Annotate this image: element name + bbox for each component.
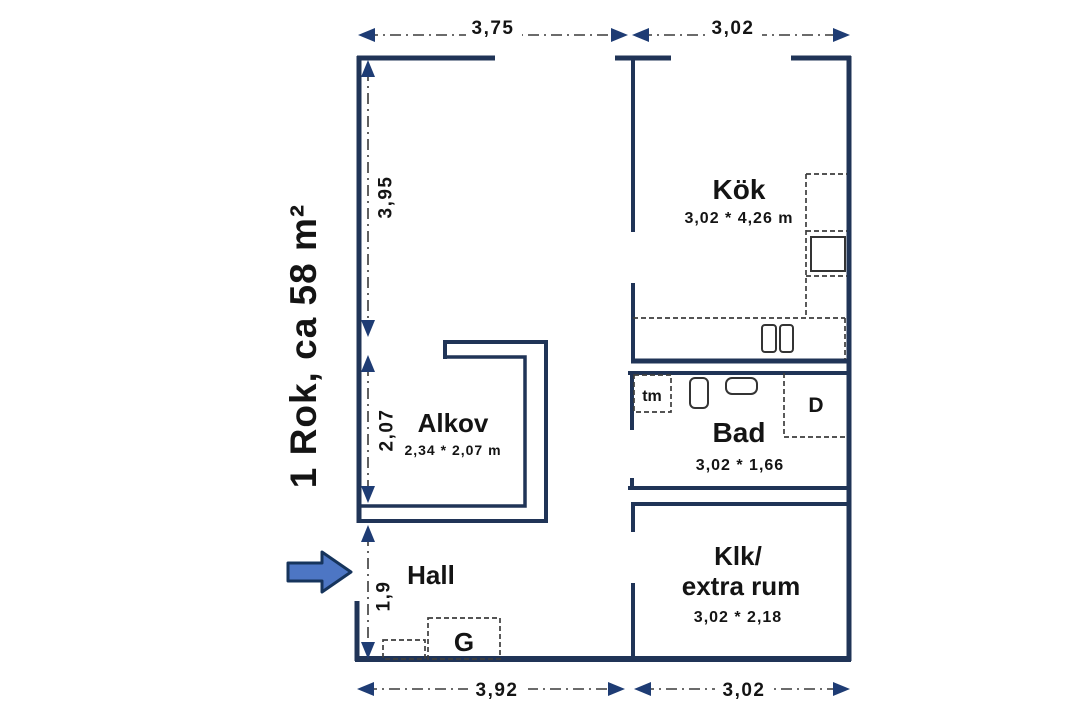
bathroom-fixtures: tm D <box>633 373 848 438</box>
arrow-right-icon <box>833 28 850 42</box>
room-label-kok: Kök <box>713 174 766 205</box>
dimension-bottom: 3,92 3,02 <box>357 679 850 701</box>
dim-label-bottom-302: 3,02 <box>723 680 766 701</box>
room-dims-alkov: 2,34 * 2,07 m <box>404 442 501 458</box>
arrow-down-icon <box>361 486 375 503</box>
room-dims-kok: 3,02 * 4,26 m <box>684 210 793 227</box>
arrow-up-icon <box>361 355 375 372</box>
dim-label-bottom-392: 3,92 <box>476 680 519 701</box>
dim-label-patch <box>468 679 528 699</box>
room-label-klk-line2: extra rum <box>682 571 801 601</box>
arrow-down-icon <box>361 320 375 337</box>
room-dims-bad: 3,02 * 1,66 <box>696 457 784 474</box>
stove-icon <box>810 236 846 272</box>
interior-walls <box>359 56 851 659</box>
wall-alkov-outer <box>359 340 548 523</box>
arrow-left-icon <box>632 28 649 42</box>
sink-basin-right-icon <box>779 324 794 353</box>
washing-machine-box <box>633 374 672 413</box>
arrow-up-icon <box>361 60 375 77</box>
room-label-hall: Hall <box>407 560 455 590</box>
dimension-top: 3,75 3,75 3,02 <box>358 17 850 42</box>
dimension-left: 3,95 2,07 1,9 <box>361 60 398 659</box>
dim-label-top-375: 3,75 <box>472 18 515 39</box>
arrow-right-icon <box>611 28 628 42</box>
room-label-klk-line1: Klk/ <box>714 541 762 571</box>
wall-alkov-inner <box>359 355 527 508</box>
dim-label-patch <box>466 18 522 36</box>
dim-label-top-302: 3,02 <box>712 18 755 39</box>
arrow-right-icon <box>833 682 850 696</box>
dim-label-left-19: 1,9 <box>374 581 395 612</box>
dim-label-left-395: 3,95 <box>376 176 397 219</box>
arrow-up-icon <box>361 525 375 542</box>
arrow-left-icon <box>357 682 374 696</box>
hall-fixtures: G <box>382 617 501 660</box>
toilet-icon <box>689 377 709 409</box>
washbasin-icon <box>725 377 758 395</box>
room-label-alkov: Alkov <box>418 408 489 438</box>
small-cabinet-box <box>382 639 426 660</box>
kitchen-fixtures <box>633 173 847 359</box>
arrow-left-icon <box>634 682 651 696</box>
dim-label-patch <box>715 679 773 699</box>
room-label-bad: Bad <box>713 417 766 448</box>
sink-basin-left-icon <box>761 324 777 353</box>
room-labels: Kök 3,02 * 4,26 m Alkov 2,34 * 2,07 m Ba… <box>404 174 800 626</box>
room-dims-klk: 3,02 * 2,18 <box>694 609 782 626</box>
washing-machine-label: tm <box>642 388 662 405</box>
arrow-right-icon <box>608 682 625 696</box>
entrance-arrow-icon <box>286 550 353 594</box>
dim-label-left-207: 2,07 <box>377 409 398 452</box>
wardrobe-label: G <box>454 627 474 657</box>
arrow-left-icon <box>358 28 375 42</box>
shower-label: D <box>808 394 823 417</box>
page-title: 1 Rok, ca 58 m² <box>283 204 324 488</box>
wardrobe-box <box>427 617 501 660</box>
arrow-down-icon <box>361 642 375 659</box>
dim-label-patch <box>706 18 762 36</box>
